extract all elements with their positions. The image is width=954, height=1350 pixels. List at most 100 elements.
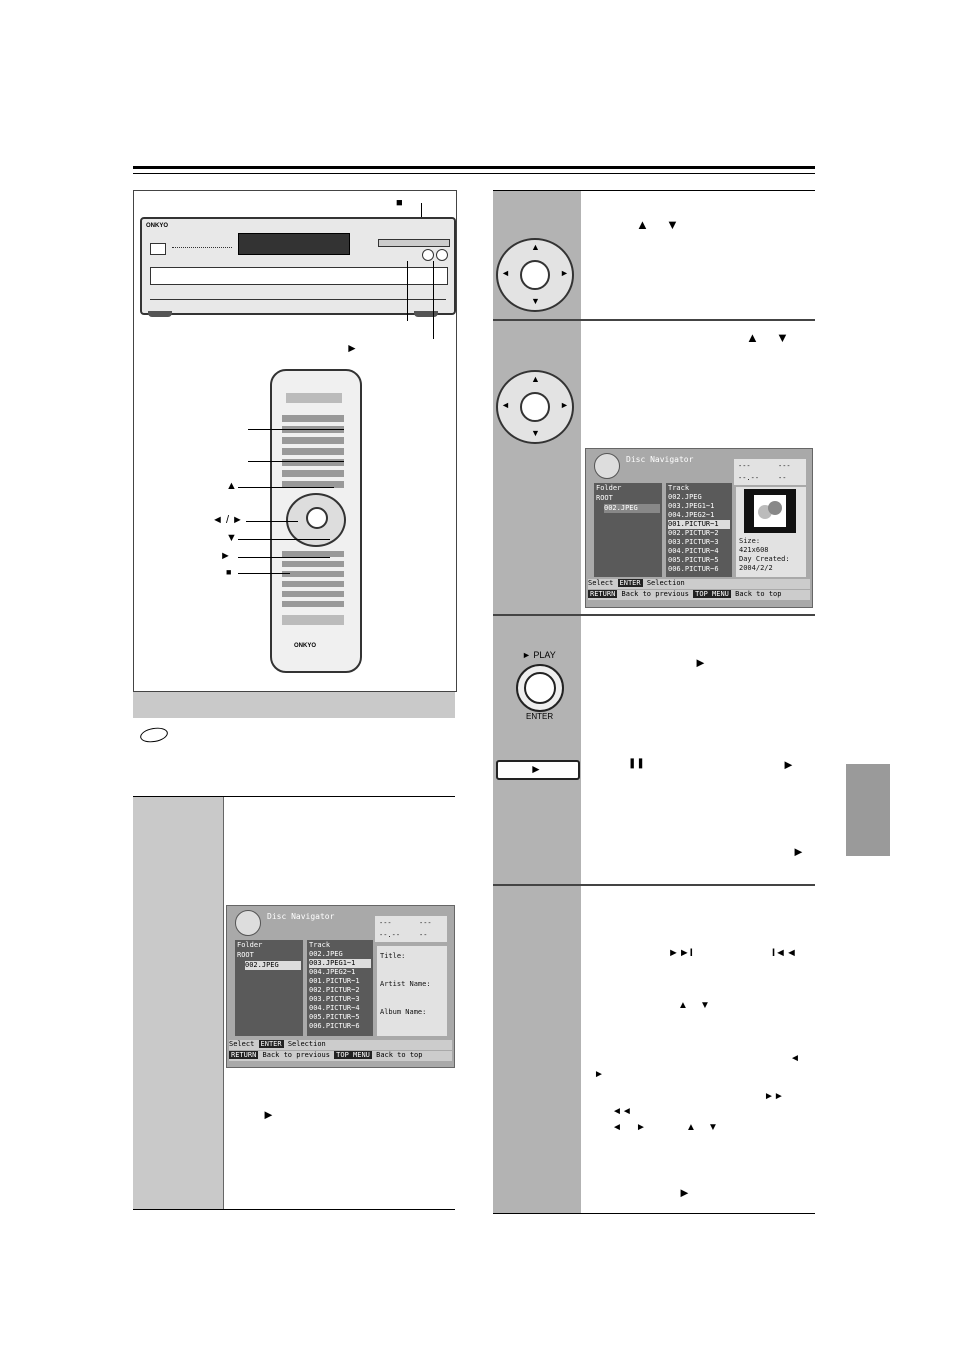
- remote-control: ONKYO: [270, 369, 362, 673]
- callout-line: [238, 573, 290, 574]
- list-item[interactable]: 005.PICTUR~5: [668, 556, 719, 564]
- list-item[interactable]: 001.PICTUR~1: [309, 977, 360, 985]
- step-divider: [493, 319, 815, 321]
- down-icon: ▼: [531, 428, 540, 438]
- screen-footer: RETURN Back to previous TOP MENU Back to…: [588, 590, 810, 600]
- unit-foot: [414, 311, 438, 317]
- list-item[interactable]: 002.PICTUR~2: [668, 529, 719, 537]
- play-icon: ►: [694, 655, 707, 670]
- disc-icon: [594, 453, 620, 479]
- play-icon: ►: [678, 1185, 691, 1200]
- remote-transport-buttons: [282, 547, 344, 607]
- topmenu-hint: Back to top: [376, 1051, 423, 1059]
- size-value: 421x608: [739, 546, 769, 554]
- selection-hint: Selection: [646, 579, 685, 587]
- fast-forward-icon: ►►: [764, 1091, 784, 1102]
- stop-knob: [422, 249, 434, 261]
- date-label: Day Created:: [739, 555, 790, 563]
- folder-count: ---: [738, 462, 751, 470]
- list-item[interactable]: 004.JPEG2~1: [668, 511, 715, 519]
- list-item[interactable]: ROOT: [237, 951, 254, 959]
- disc-tray: [150, 267, 448, 285]
- list-item[interactable]: 004.JPEG2~1: [309, 968, 356, 976]
- remote-enter: [306, 507, 328, 529]
- step-divider: [493, 884, 815, 886]
- track-header: Track: [309, 941, 331, 949]
- track-value: --: [419, 931, 428, 939]
- topmenu-hint: Back to top: [735, 590, 782, 598]
- list-item[interactable]: 006.PICTUR~6: [668, 565, 719, 573]
- picture-thumbnail: [744, 489, 796, 533]
- callout-line: [246, 521, 298, 522]
- next-icon: ►►I: [668, 947, 693, 959]
- step-divider: [133, 1209, 455, 1210]
- file-count: ---: [419, 919, 432, 927]
- header-rule-thin: [133, 173, 815, 174]
- list-item[interactable]: 002.JPEG: [309, 950, 343, 958]
- right-icon: ►: [594, 1069, 604, 1080]
- track-list: Track 002.JPEG 003.JPEG1~1 004.JPEG2~1 0…: [666, 483, 732, 577]
- step-divider: [133, 796, 455, 797]
- cursor-pad: ▲ ▼ ◄ ►: [496, 370, 574, 444]
- list-item[interactable]: 005.PICTUR~5: [309, 1013, 360, 1021]
- disc-buttons: [172, 247, 232, 254]
- unit-logo: ONKYO: [146, 223, 169, 229]
- enter-button: [520, 260, 550, 290]
- disc-navigator-screen: Disc Navigator --- --- --.-- -- Folder R…: [585, 448, 813, 608]
- title-label: Title:: [380, 952, 406, 960]
- list-item[interactable]: 003.PICTUR~3: [309, 995, 360, 1003]
- return-hint: Back to previous: [262, 1051, 330, 1059]
- remote-logo: ONKYO: [294, 643, 317, 649]
- screen-footer: RETURN Back to previous TOP MENU Back to…: [229, 1051, 452, 1061]
- callout-line: [248, 461, 344, 462]
- folder-list: Folder ROOT 002.JPEG: [235, 940, 303, 1036]
- screen-footer: Select ENTER Selection: [229, 1040, 452, 1050]
- list-item[interactable]: 004.PICTUR~4: [309, 1004, 360, 1012]
- control-buttons: [378, 239, 450, 247]
- up-arrow-label: ▲: [226, 480, 237, 492]
- return-hint: Back to previous: [621, 590, 689, 598]
- up-icon: ▲: [531, 242, 540, 252]
- rewind-icon: ◄◄: [612, 1106, 632, 1117]
- pause-icon: ❚❚: [628, 758, 645, 769]
- play-enter-knob: [516, 664, 564, 712]
- date-value: 2004/2/2: [739, 564, 773, 572]
- list-item[interactable]: 002.PICTUR~2: [309, 986, 360, 994]
- left-icon: ◄: [790, 1053, 800, 1064]
- left-icon: ◄: [501, 268, 510, 278]
- play-icon: ►: [792, 844, 805, 859]
- list-item[interactable]: 003.JPEG1~1: [668, 502, 715, 510]
- play-icon: ►: [782, 757, 795, 772]
- list-item[interactable]: ROOT: [596, 494, 613, 502]
- screen-title: Disc Navigator: [267, 912, 335, 921]
- list-item[interactable]: 002.JPEG: [604, 504, 660, 513]
- up-icon: ▲: [636, 217, 649, 232]
- disc-icon: [235, 910, 261, 936]
- play-knob: [436, 249, 448, 261]
- remote-dpad: [286, 493, 346, 547]
- list-item[interactable]: 003.JPEG1~1: [309, 959, 371, 968]
- unit-foot: [148, 311, 172, 317]
- return-key: RETURN: [229, 1051, 259, 1059]
- screen-footer: Select ENTER Selection: [588, 579, 810, 589]
- topmenu-key: TOP MENU: [334, 1051, 372, 1059]
- step-divider: [493, 614, 815, 616]
- list-item[interactable]: 002.JPEG: [245, 961, 301, 970]
- enter-key: ENTER: [617, 579, 643, 587]
- right-icon: ►: [560, 268, 569, 278]
- list-item[interactable]: 003.PICTUR~3: [668, 538, 719, 546]
- cursor-pad: ▲ ▼ ◄ ►: [496, 238, 574, 312]
- callout-line: [238, 557, 330, 558]
- artist-label: Artist Name:: [380, 980, 431, 988]
- stop-icon: ■: [396, 197, 403, 209]
- list-item[interactable]: 004.PICTUR~4: [668, 547, 719, 555]
- list-item[interactable]: 002.JPEG: [668, 493, 702, 501]
- time-value: --.--: [379, 931, 401, 939]
- list-item[interactable]: 006.PICTUR~6: [309, 1022, 360, 1030]
- header-rule: [133, 166, 815, 169]
- down-icon: ▼: [708, 1122, 718, 1133]
- stats-box: --- --- --.-- --: [375, 916, 447, 942]
- list-item[interactable]: 001.PICTUR~1: [668, 520, 730, 529]
- time-value: --.--: [738, 474, 760, 482]
- left-icon: ◄: [612, 1122, 622, 1133]
